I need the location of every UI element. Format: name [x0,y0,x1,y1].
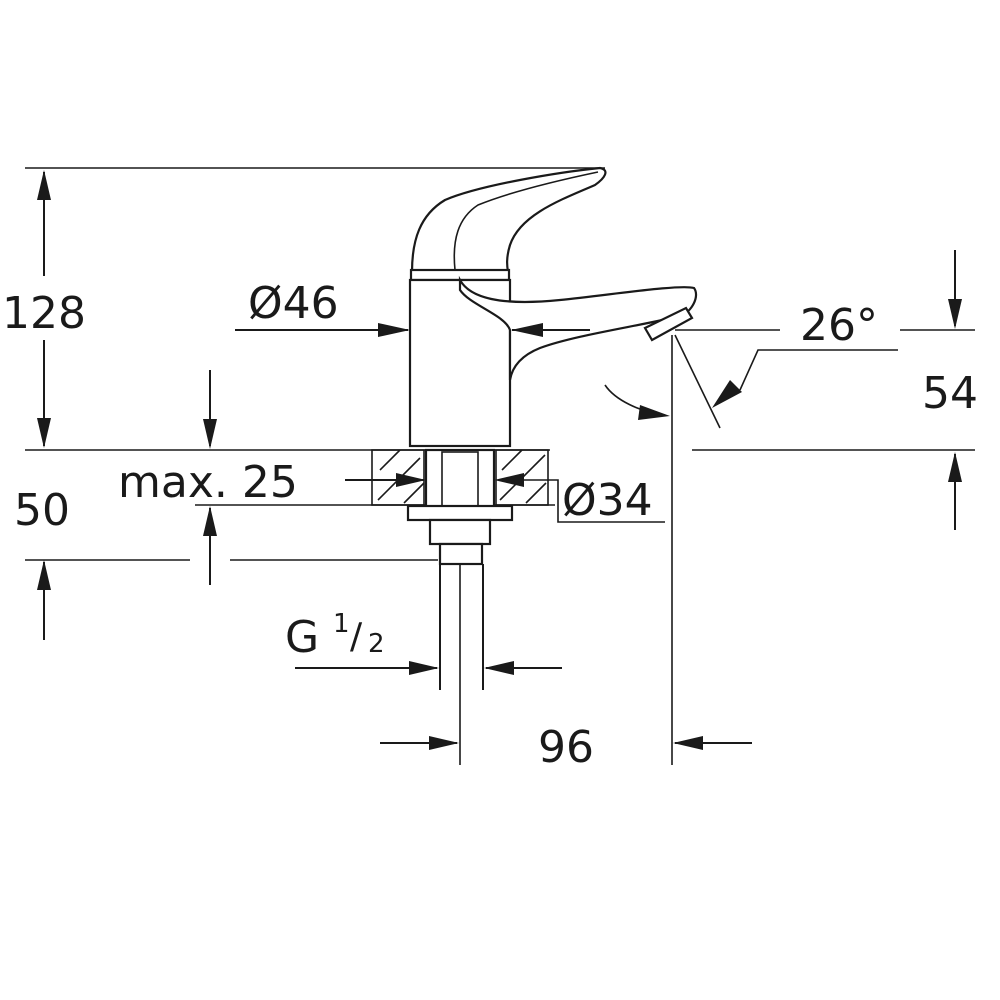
arrow-left [494,473,524,487]
label-max25: max. 25 [118,457,298,508]
hatch-line [525,482,547,504]
label-96: 96 [538,722,594,773]
angle-arrow [712,380,742,408]
label-54: 54 [922,368,978,419]
hatch-line [379,449,401,471]
d34-leader [520,479,665,523]
arrow-right [409,661,439,675]
label-50: 50 [14,485,70,536]
arrow-left [673,736,703,750]
handle-lever [410,166,607,274]
handle-inner-line [453,171,599,271]
arrow-up [37,170,51,200]
aerator [643,306,694,342]
arrow-up [948,452,962,482]
hatch-line [501,449,523,471]
arrow-down [203,419,217,449]
arrow-right [429,736,459,750]
label-d46: Ø46 [248,278,339,329]
angle-arc [604,384,666,416]
angle-leader [739,349,898,391]
hatch-line [403,482,425,504]
label-g-slash: / [350,616,363,657]
label-g-den: 2 [368,629,385,659]
arrow-right [378,323,410,337]
label-d34: Ø34 [562,475,653,526]
mounting [371,448,549,690]
stud [424,448,496,512]
arrow-right [396,473,426,487]
reference-lines [25,167,975,765]
arrow-left [511,323,543,337]
label-g-num: 1 [333,609,350,639]
label-g: G [285,612,319,663]
dimension-arrows [37,170,962,750]
arrow-left [484,661,514,675]
arrow-down [948,299,962,329]
label-26: 26° [800,300,878,351]
tap-body [408,166,698,448]
arrow-up [203,506,217,536]
nut [428,518,492,546]
connector [438,542,484,566]
arrow-right [638,405,670,420]
deck-hatch-left [371,449,425,506]
arrow-up [37,560,51,590]
label-128: 128 [2,288,86,339]
arrow-down [37,418,51,448]
spout-angle-line [674,334,721,429]
washer [406,504,514,522]
dimension-labels: 128 Ø46 26° 54 max. 25 50 Ø34 G 1 / 2 96 [2,278,978,773]
